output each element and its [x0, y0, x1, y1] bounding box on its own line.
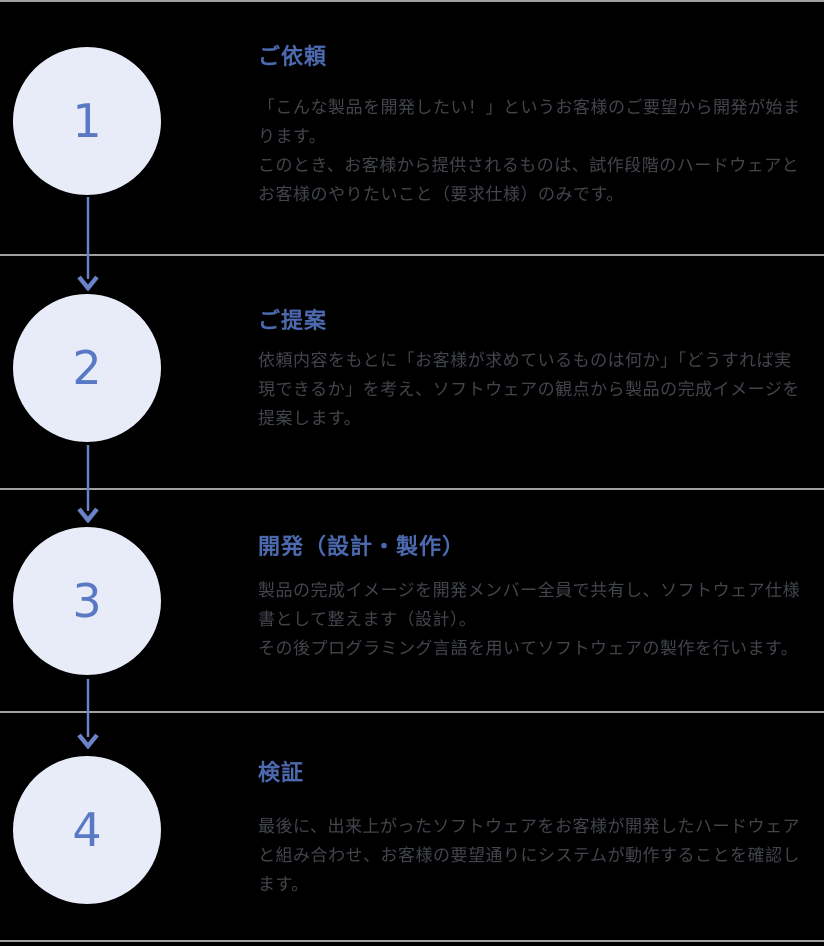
step-title: 開発（設計・製作）	[258, 534, 466, 559]
step-number: 3	[72, 574, 102, 628]
step-circle-3: 3	[13, 527, 161, 675]
step-circle-4: 4	[13, 756, 161, 904]
section-divider	[0, 940, 824, 942]
section-divider	[0, 254, 824, 256]
step-number: 1	[72, 94, 102, 148]
arrow-down-icon	[77, 445, 99, 523]
step-number: 2	[72, 341, 102, 395]
step-circle-2: 2	[13, 294, 161, 442]
arrow-down-icon	[77, 679, 99, 749]
section-divider	[0, 488, 824, 490]
step-description: 製品の完成イメージを開発メンバー全員で共有し、ソフトウェア仕様 書として整えます…	[258, 581, 801, 658]
step-description: 最後に、出来上がったソフトウェアをお客様が開発したハードウェア と組み合わせ、お…	[258, 817, 800, 894]
step-title: ご依頼	[258, 44, 328, 69]
arrow-down-icon	[77, 197, 99, 291]
step-title: 検証	[258, 760, 305, 785]
step-number: 4	[72, 803, 102, 857]
step-title: ご提案	[258, 308, 328, 333]
section-divider	[0, 711, 824, 713]
step-description: 「こんな製品を開発したい！」というお客様のご要望から開発が始ま ります。 このと…	[258, 98, 801, 204]
section-divider	[0, 0, 824, 2]
step-description: 依頼内容をもとに「お客様が求めているものは何か」「どうすれば実 現できるか」を考…	[258, 351, 800, 428]
step-circle-1: 1	[13, 47, 161, 195]
